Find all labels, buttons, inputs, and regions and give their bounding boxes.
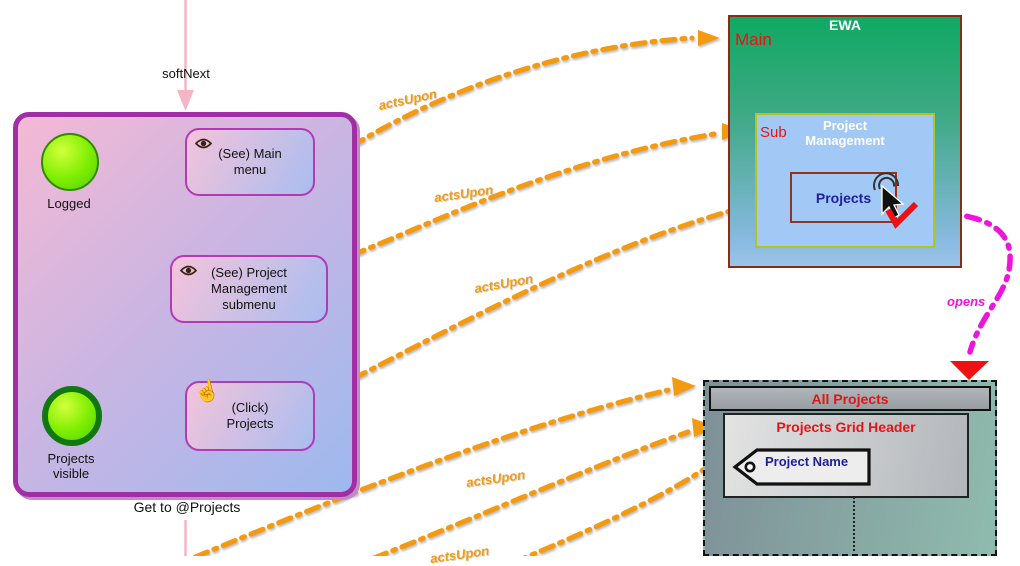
acts-upon-label-2: actsUpon	[433, 181, 494, 206]
projects-button[interactable]: Projects	[790, 172, 897, 223]
state-label-line: menu	[233, 162, 267, 177]
state-label-line: submenu	[222, 297, 276, 312]
all-projects-panel: All Projects Projects Grid Header Projec…	[703, 380, 997, 556]
state-label-line: Management	[211, 281, 287, 296]
project-management-title: Project Management	[805, 118, 885, 148]
sub-pointer-label: Sub	[760, 124, 787, 141]
ewa-window: EWA Main Project Management Sub Projects	[728, 15, 962, 268]
all-projects-title-bar: All Projects	[709, 386, 991, 411]
soft-next-label: softNext	[162, 66, 210, 81]
acts-upon-label-3: actsUpon	[473, 270, 535, 297]
state-see-project-management-submenu: (See) Project Management submenu	[170, 255, 328, 323]
end-state-circle	[42, 386, 102, 446]
main-pointer-label: Main	[735, 30, 772, 49]
column-name-label: Project Name	[765, 454, 849, 469]
acts-upon-label-5-clipped: actsUpon	[429, 542, 490, 566]
soft-next-arrow	[177, 0, 194, 111]
mouse-cursor-click-icon	[873, 172, 919, 229]
state-label-line: (See) Project	[211, 265, 287, 280]
project-management-panel: Project Management Sub Projects	[755, 113, 935, 248]
eye-icon	[180, 265, 197, 276]
acts-upon-label-4: actsUpon	[465, 466, 526, 491]
state-label-line: (Click)	[231, 400, 269, 415]
acts-upon-label-1: actsUpon	[377, 86, 439, 113]
column-tag-icon	[732, 448, 871, 486]
eye-icon	[195, 138, 212, 149]
state-label-line: Projects	[226, 416, 274, 431]
start-state-label: Logged	[47, 196, 91, 211]
projects-grid-header: Projects Grid Header Project Name	[723, 413, 969, 498]
opens-red-arrowhead	[950, 361, 989, 380]
projects-grid-header-title: Projects Grid Header	[776, 419, 916, 435]
state-label-line: (See) Main	[218, 146, 282, 161]
ewa-title: EWA	[829, 17, 861, 33]
activity-caption: Get to @Projects	[133, 499, 241, 515]
end-state-label: Projects visible	[47, 451, 95, 481]
state-click-projects: ☝ (Click) Projects	[185, 377, 315, 451]
click-hand-icon: ☝	[191, 377, 223, 406]
start-state-circle	[41, 133, 99, 191]
opens-label: opens	[947, 294, 986, 309]
red-check-icon	[885, 201, 919, 229]
state-see-main-menu: (See) Main menu	[185, 128, 315, 196]
